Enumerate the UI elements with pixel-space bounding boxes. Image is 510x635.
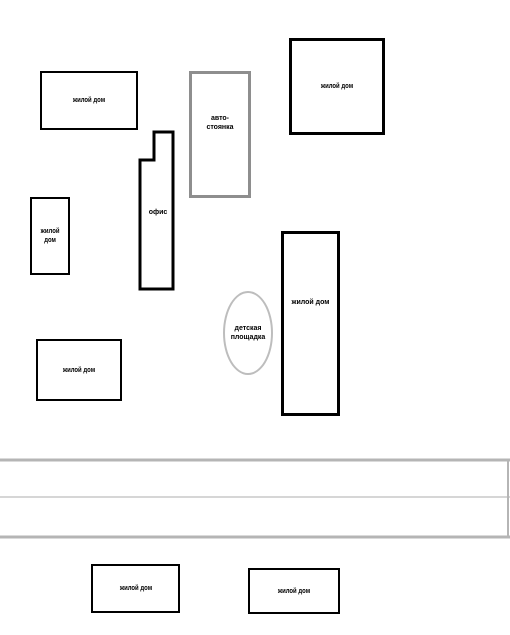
building-label: жилой дом — [320, 83, 354, 90]
playground-label: детская площадка — [230, 325, 266, 341]
parking-label: авто- стоянка — [206, 115, 234, 131]
residential-building-top-right: жилой дом — [289, 38, 385, 135]
building-label: жилой дом — [277, 587, 311, 595]
residential-building-bottom-right: жилой дом — [248, 568, 340, 614]
office-outline — [138, 130, 175, 291]
parking-lot: авто- стоянка — [189, 71, 251, 198]
office-building: офис — [137, 129, 177, 292]
building-label: жилой дом — [72, 97, 106, 104]
residential-building-center: жилой дом — [281, 231, 340, 416]
playground: детская площадка — [223, 291, 273, 375]
office-label: офис — [148, 209, 168, 216]
building-label: жилой дом — [62, 366, 96, 374]
residential-building-top-left: жилой дом — [40, 71, 138, 130]
residential-building-left: жилой дом — [30, 197, 70, 275]
building-label: жилой дом — [119, 585, 152, 592]
residential-building-bottom-left: жилой дом — [91, 564, 180, 613]
residential-building-lower-left: жилой дом — [36, 339, 122, 401]
building-label: жилой дом — [40, 228, 60, 244]
road — [0, 458, 510, 539]
building-label: жилой дом — [291, 299, 330, 306]
